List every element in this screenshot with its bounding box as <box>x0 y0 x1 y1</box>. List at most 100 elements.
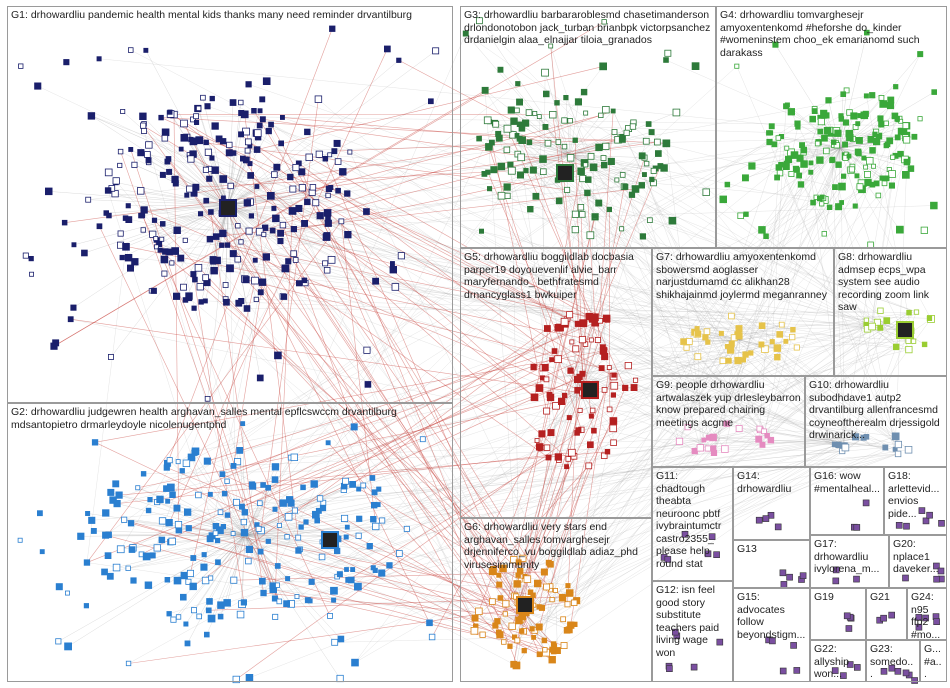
edge <box>358 437 864 490</box>
node <box>253 129 262 137</box>
node <box>255 526 262 532</box>
edge <box>104 449 909 573</box>
node <box>554 355 563 364</box>
node <box>549 357 555 363</box>
edge <box>569 154 595 217</box>
node <box>335 187 341 194</box>
edge <box>243 444 839 603</box>
edge-highlight <box>550 465 589 587</box>
edge <box>286 356 698 604</box>
edge <box>651 131 896 437</box>
edge <box>205 300 904 326</box>
edge <box>210 534 246 579</box>
node <box>564 464 569 470</box>
node <box>22 252 29 259</box>
node <box>167 109 173 115</box>
edge <box>212 259 498 622</box>
node <box>799 572 807 580</box>
node <box>140 206 148 214</box>
edge <box>787 104 909 341</box>
edge-highlight <box>86 221 342 563</box>
edge <box>745 147 841 215</box>
node <box>917 51 924 58</box>
node <box>190 189 198 197</box>
node <box>325 185 333 193</box>
edge <box>268 198 820 488</box>
edge <box>622 174 701 448</box>
node <box>599 344 606 351</box>
node <box>339 168 347 176</box>
node <box>556 323 564 332</box>
node <box>333 139 341 147</box>
edge <box>624 186 872 328</box>
edge <box>282 117 914 342</box>
node <box>523 167 529 174</box>
node <box>190 271 197 278</box>
edge <box>244 534 312 583</box>
node <box>584 189 591 197</box>
edge-highlight <box>567 379 578 605</box>
edge <box>644 174 706 338</box>
node <box>212 233 220 240</box>
node <box>196 613 203 620</box>
node <box>543 376 550 383</box>
node <box>354 582 362 591</box>
node <box>117 148 124 155</box>
edge-highlight <box>327 442 504 643</box>
edge <box>239 320 887 451</box>
node <box>775 135 781 141</box>
node <box>254 184 260 189</box>
node <box>351 658 359 667</box>
node <box>245 557 252 565</box>
edge <box>143 204 229 231</box>
node <box>489 566 497 573</box>
node <box>115 491 123 499</box>
edge-highlight <box>274 210 293 599</box>
node <box>121 516 128 523</box>
edge-highlight <box>341 221 518 666</box>
node <box>882 444 889 451</box>
node <box>618 135 626 143</box>
edge-highlight <box>120 151 274 590</box>
node <box>541 637 548 644</box>
edge <box>465 33 878 323</box>
node <box>356 515 363 522</box>
node <box>589 163 598 172</box>
edge <box>712 359 744 438</box>
edge <box>134 164 229 206</box>
node <box>204 148 212 156</box>
edge-highlight <box>309 157 590 317</box>
node <box>426 619 433 627</box>
edge <box>778 137 841 149</box>
node <box>290 225 298 233</box>
edge <box>484 90 715 454</box>
edge-highlight <box>587 192 596 323</box>
node <box>515 559 522 566</box>
node <box>843 612 851 620</box>
node <box>144 581 153 589</box>
edge <box>839 147 864 159</box>
node <box>125 203 131 209</box>
node <box>549 646 556 653</box>
node <box>161 270 168 277</box>
node <box>602 314 611 323</box>
node <box>610 392 617 398</box>
node <box>566 311 574 319</box>
edge <box>869 436 896 446</box>
edge <box>683 339 741 342</box>
node <box>227 182 234 190</box>
node <box>820 109 828 117</box>
node <box>666 665 673 673</box>
node <box>243 305 251 312</box>
node <box>475 17 483 25</box>
edge <box>795 168 867 325</box>
node <box>886 137 894 145</box>
edge <box>223 322 878 527</box>
node <box>290 453 298 461</box>
node <box>204 395 211 402</box>
edge <box>570 337 706 626</box>
node <box>719 195 728 204</box>
edge <box>839 121 901 149</box>
edge <box>507 128 726 450</box>
edge <box>539 116 690 342</box>
